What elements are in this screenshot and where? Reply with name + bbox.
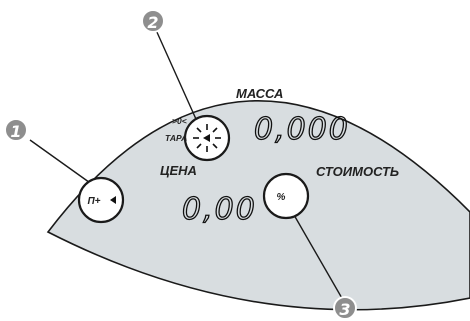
cost-label: СТОИМОСТЬ	[316, 164, 399, 179]
percent-label: %	[277, 192, 286, 203]
price-label: ЦЕНА	[160, 163, 197, 178]
callout-2: 2	[141, 9, 165, 33]
price-plus-button[interactable]: П+	[77, 176, 125, 224]
zero-indicator-label: >0<	[172, 116, 187, 126]
callout-2-number: 2	[147, 13, 158, 32]
price-plus-label: П+	[87, 196, 100, 207]
left-arrow-icon	[110, 196, 116, 204]
callout-1: 1	[4, 118, 28, 142]
mass-label: МАССА	[236, 86, 283, 101]
callout-2-leader	[155, 29, 201, 129]
callout-1-number: 1	[10, 122, 21, 141]
tare-indicator-label: ТАРА	[165, 133, 187, 143]
percent-button[interactable]: %	[262, 172, 310, 220]
callout-3: 3	[333, 296, 357, 320]
mass-display: 0,000	[254, 112, 350, 147]
price-display: 0,00	[182, 192, 257, 227]
left-arrow-icon	[203, 134, 210, 142]
starburst-icon	[193, 124, 221, 152]
tare-button[interactable]	[183, 114, 231, 162]
callout-3-leader	[289, 207, 344, 301]
callout-3-number: 3	[339, 300, 350, 319]
